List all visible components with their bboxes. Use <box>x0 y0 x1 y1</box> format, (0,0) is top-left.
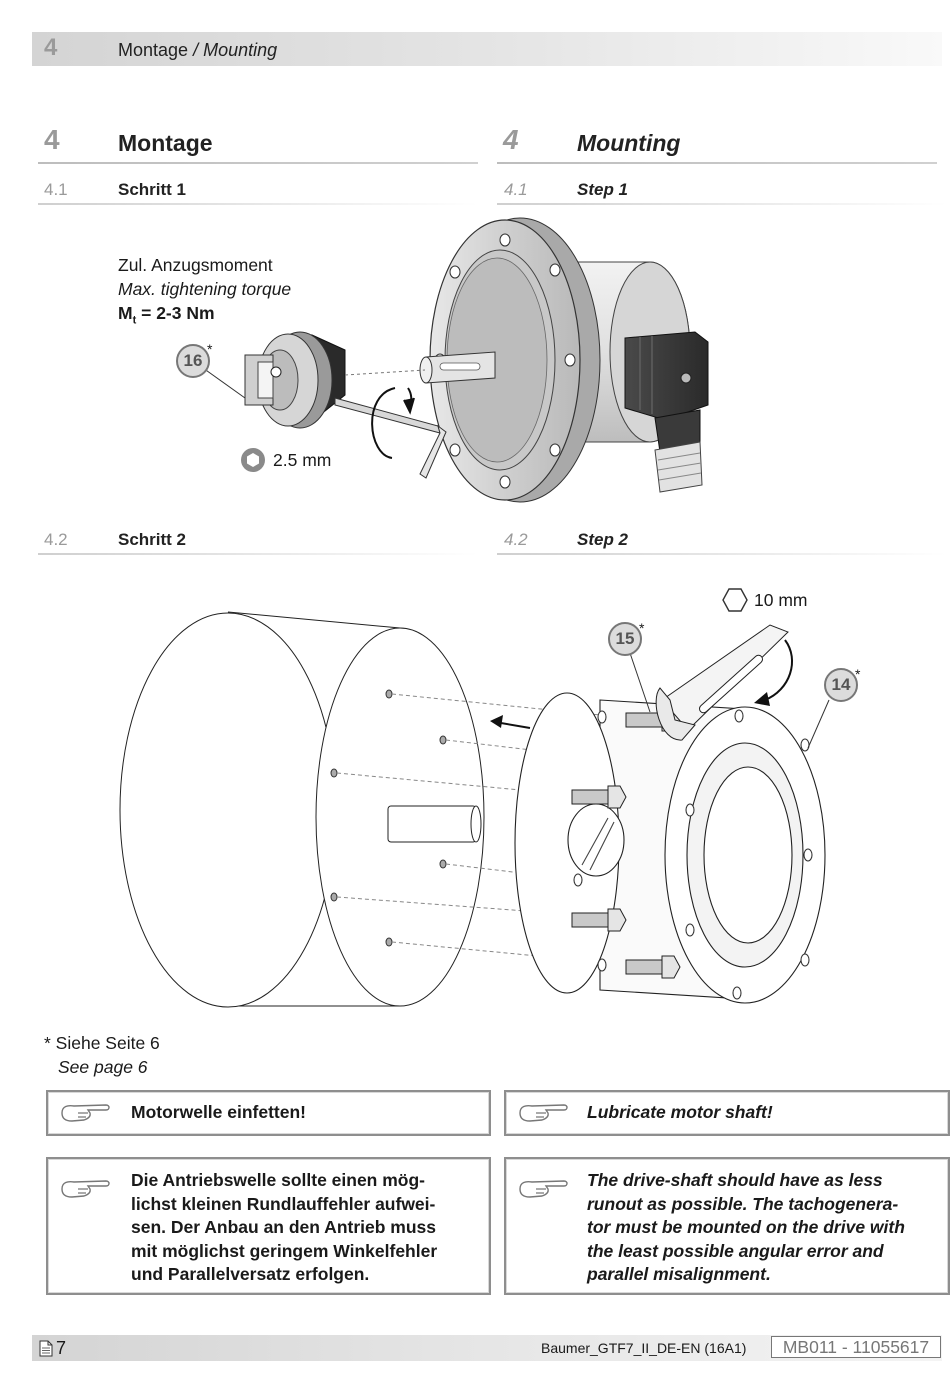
header-title-de: Montage <box>118 40 189 60</box>
direction-arrow-icon <box>490 715 531 729</box>
note-lubricate-en-text: Lubricate motor shaft! <box>587 1102 773 1122</box>
step1-divider-en <box>497 203 947 205</box>
allen-key <box>334 397 447 479</box>
header-bar: 4 Montage / Mounting <box>32 32 942 66</box>
torque-subscript: t <box>132 314 137 327</box>
callout-16-star: * <box>207 341 213 357</box>
section-divider-en <box>497 162 937 164</box>
step2-title-de: Schritt 2 <box>118 530 187 549</box>
step1-divider-de <box>38 203 478 205</box>
header-title-separator: / <box>188 40 204 60</box>
header-title-en: Mounting <box>203 40 278 60</box>
step1-number-de: 4.1 <box>44 180 68 199</box>
step2-divider-de <box>38 553 478 555</box>
wrench <box>655 624 789 741</box>
note-shaft-de-line: lichst kleinen Rundlauffehler aufwei- <box>131 1193 436 1214</box>
torque-symbol: M <box>118 303 133 323</box>
wrench-rotation-arrow-icon <box>754 639 794 706</box>
note-shaft-de-line: sen. Der Anbau an den Antrieb muss <box>131 1217 437 1237</box>
header-chapter-number: 4 <box>44 34 58 61</box>
note-lubricate-de-text: Motorwelle einfetten! <box>131 1102 307 1122</box>
step2-number-en: 4.2 <box>504 530 528 549</box>
note-shaft-de-line: mit möglichst geringem Winkelfehler <box>131 1240 438 1261</box>
pointing-hand-icon <box>61 1180 110 1198</box>
step1-title-en: Step 1 <box>577 180 629 199</box>
adapter-flange <box>514 692 826 1004</box>
torque-spec: Zul. Anzugsmoment Max. tightening torque… <box>118 253 291 333</box>
step2-number-de: 4.2 <box>44 530 68 549</box>
page-number: 7 <box>56 1338 67 1358</box>
coupling <box>244 331 346 429</box>
section-title-en: Mounting <box>577 130 681 156</box>
pointing-hand-icon <box>61 1104 110 1122</box>
callout-14: 14 <box>824 668 858 702</box>
step2-illustration <box>119 611 830 1008</box>
note-shaft-en-line: parallel misalignment. <box>587 1264 771 1284</box>
step1-title-de: Schritt 1 <box>118 180 187 199</box>
doc-name: Baumer_GTF7_II_DE-EN (16A1) <box>541 1340 747 1356</box>
pointing-hand-icon <box>519 1180 568 1198</box>
callout-15-star: * <box>639 620 645 636</box>
step1-number-en: 4.1 <box>504 180 528 199</box>
wrench-size-label: 10 mm <box>754 590 808 610</box>
step2-divider-en <box>497 553 947 555</box>
rotation-arrow-icon <box>371 387 415 459</box>
footnote-en: See page 6 <box>58 1057 148 1077</box>
section-title-de: Montage <box>118 130 213 156</box>
note-shaft-en-line: the least possible angular error and <box>587 1240 884 1261</box>
section-number-de: 4 <box>44 124 60 155</box>
doc-code: MB011 - 11055617 <box>771 1336 941 1358</box>
callout-14-star: * <box>855 666 861 682</box>
hexagon-socket-icon <box>241 448 265 472</box>
footnote-de: * Siehe Seite 6 <box>44 1033 160 1053</box>
note-lubricate-en: Lubricate motor shaft! <box>504 1090 950 1136</box>
note-shaft-de: Die Antriebswelle sollte einen mög- lich… <box>46 1157 491 1295</box>
step1-illustration <box>202 217 709 503</box>
page-icon <box>39 1340 53 1357</box>
note-shaft-en-line: tor must be mounted on the drive with <box>587 1217 905 1237</box>
torque-value: Mt = 2-3 Nm <box>118 301 291 333</box>
pointing-hand-icon <box>519 1104 568 1122</box>
note-shaft-de-line: Die Antriebswelle sollte einen mög- <box>131 1170 425 1190</box>
footer-bar: 7 Baumer_GTF7_II_DE-EN (16A1) MB011 - 11… <box>32 1335 942 1361</box>
header-title: Montage / Mounting <box>118 40 277 61</box>
note-shaft-en-line: runout as possible. The tachogenera- <box>587 1193 899 1214</box>
callout-15-leader <box>629 652 651 713</box>
note-shaft-en-text: The drive-shaft should have as less runo… <box>587 1169 905 1287</box>
torque-label-en: Max. tightening torque <box>118 279 292 299</box>
encoder-flange <box>429 217 601 503</box>
note-shaft-de-text: Die Antriebswelle sollte einen mög- lich… <box>131 1169 437 1287</box>
motor-cylinder <box>119 611 485 1008</box>
allen-size-label: 2.5 mm <box>273 450 332 470</box>
callout-14-leader <box>807 699 830 749</box>
callout-15: 15 <box>608 622 642 656</box>
torque-amount: = 2-3 Nm <box>136 303 215 323</box>
section-number-en: 4 <box>503 124 519 155</box>
note-shaft-en: The drive-shaft should have as less runo… <box>504 1157 950 1295</box>
note-shaft-de-line: und Parallelversatz erfolgen. <box>131 1264 370 1284</box>
encoder-connector <box>624 331 709 493</box>
footnote: * Siehe Seite 6 See page 6 <box>44 1031 160 1079</box>
step2-title-en: Step 2 <box>577 530 629 549</box>
callout-16-leader <box>202 367 246 399</box>
encoder-shaft <box>419 351 496 384</box>
section-divider-de <box>38 162 478 164</box>
note-shaft-en-line: The drive-shaft should have as less <box>587 1170 883 1190</box>
callout-16: 16 <box>176 344 210 378</box>
hexagon-nut-icon <box>722 588 748 612</box>
note-lubricate-de: Motorwelle einfetten! <box>46 1090 491 1136</box>
torque-label-de: Zul. Anzugsmoment <box>118 255 273 275</box>
